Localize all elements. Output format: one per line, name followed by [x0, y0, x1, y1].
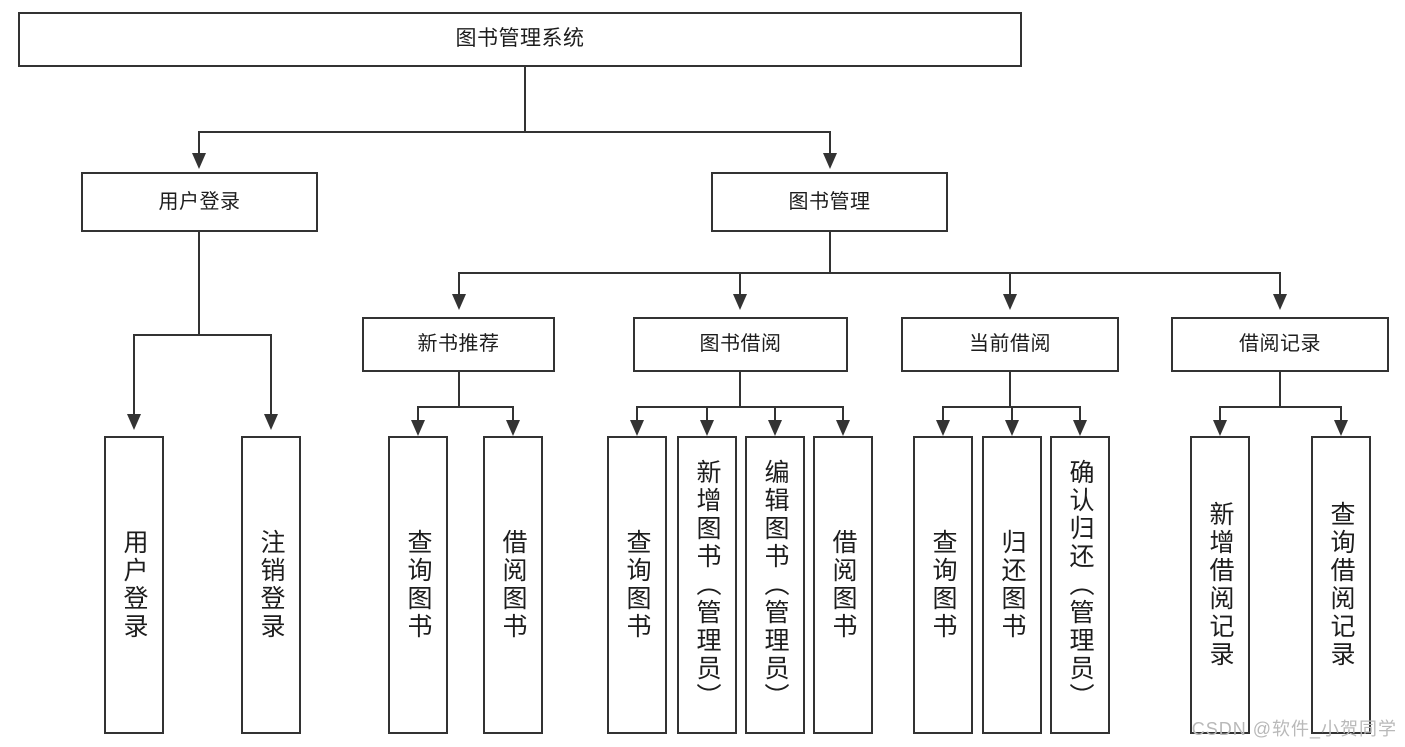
edge-br-to-leaf-2	[1340, 406, 1342, 422]
edge-cb-to-leaf-1	[942, 406, 944, 422]
edge-br-bar	[1219, 406, 1341, 408]
arrow-root-to-user-login	[192, 153, 206, 169]
node-label: 新书推荐	[417, 333, 500, 355]
edge-book-management-bar	[458, 272, 1280, 274]
edge-nbr-stem	[458, 372, 460, 408]
edge-root-to-book-manage	[829, 131, 831, 155]
edge-user-login-to-leaf-1	[133, 334, 135, 416]
node-label: 用户登录	[120, 529, 148, 641]
arrow-bm-to-new-book	[452, 294, 466, 310]
node-label: 新增借阅记录	[1206, 501, 1234, 669]
node-book-borrow[interactable]: 图书借阅	[633, 317, 848, 372]
leaf-borrow-record-add[interactable]: 新增借阅记录	[1190, 436, 1250, 734]
arrow-nbr-to-leaf-1	[411, 420, 425, 436]
node-label: 借阅记录	[1239, 333, 1321, 355]
leaf-current-borrow-confirm[interactable]: 确认归还（管理员）	[1050, 436, 1110, 734]
leaf-book-borrow-edit[interactable]: 编辑图书（管理员）	[745, 436, 805, 734]
arrow-cb-to-leaf-1	[936, 420, 950, 436]
arrow-br-to-leaf-2	[1334, 420, 1348, 436]
leaf-book-borrow-borrow[interactable]: 借阅图书	[813, 436, 873, 734]
node-borrow-record[interactable]: 借阅记录	[1171, 317, 1389, 372]
node-current-borrow[interactable]: 当前借阅	[901, 317, 1119, 372]
edge-user-login-bar	[133, 334, 270, 336]
node-label: 图书管理	[788, 190, 871, 213]
arrow-bm-to-borrow-record	[1273, 294, 1287, 310]
arrow-bm-to-book-borrow	[733, 294, 747, 310]
edge-cb-stem	[1009, 372, 1011, 408]
edge-book-management-stem	[829, 232, 831, 274]
node-user-login[interactable]: 用户登录	[81, 172, 318, 232]
edge-root-stem	[524, 67, 526, 131]
arrow-bm-to-current-borrow	[1003, 294, 1017, 310]
edge-bb-bar	[636, 406, 843, 408]
edge-bb-to-leaf-2	[706, 406, 708, 422]
arrow-cb-to-leaf-2	[1005, 420, 1019, 436]
node-label: 新增图书（管理员）	[693, 459, 721, 711]
node-root-system[interactable]: 图书管理系统	[18, 12, 1022, 67]
arrow-br-to-leaf-1	[1213, 420, 1227, 436]
edge-cb-to-leaf-2	[1011, 406, 1013, 422]
edge-bb-stem	[739, 372, 741, 408]
edge-bb-to-leaf-1	[636, 406, 638, 422]
leaf-new-book-query[interactable]: 查询图书	[388, 436, 448, 734]
edge-nbr-bar	[417, 406, 513, 408]
node-book-management[interactable]: 图书管理	[711, 172, 948, 232]
arrow-root-to-book-manage	[823, 153, 837, 169]
node-label: 当前借阅	[969, 333, 1051, 355]
arrow-user-login-to-leaf-1	[127, 414, 141, 430]
leaf-borrow-record-query[interactable]: 查询借阅记录	[1311, 436, 1371, 734]
node-label: 查询图书	[929, 529, 957, 641]
edge-user-login-to-leaf-2	[270, 334, 272, 416]
edge-bb-to-leaf-3	[774, 406, 776, 422]
arrow-nbr-to-leaf-2	[506, 420, 520, 436]
node-label: 注销登录	[257, 529, 285, 641]
edge-br-to-leaf-1	[1219, 406, 1221, 422]
edge-bm-to-current-borrow	[1009, 272, 1011, 296]
edge-nbr-to-leaf-2	[512, 406, 514, 422]
node-label: 用户登录	[158, 190, 241, 213]
node-label: 归还图书	[998, 529, 1026, 641]
node-new-book-recommend[interactable]: 新书推荐	[362, 317, 555, 372]
leaf-current-borrow-return[interactable]: 归还图书	[982, 436, 1042, 734]
node-label: 查询图书	[404, 529, 432, 641]
leaf-current-borrow-query[interactable]: 查询图书	[913, 436, 973, 734]
arrow-bb-to-leaf-1	[630, 420, 644, 436]
node-label: 借阅图书	[829, 529, 857, 641]
leaf-user-login-signin[interactable]: 用户登录	[104, 436, 164, 734]
edge-bb-to-leaf-4	[842, 406, 844, 422]
leaf-book-borrow-query[interactable]: 查询图书	[607, 436, 667, 734]
leaf-new-book-borrow[interactable]: 借阅图书	[483, 436, 543, 734]
arrow-bb-to-leaf-4	[836, 420, 850, 436]
leaf-book-borrow-add[interactable]: 新增图书（管理员）	[677, 436, 737, 734]
node-label: 编辑图书（管理员）	[761, 459, 789, 711]
node-label: 查询图书	[623, 529, 651, 641]
edge-bm-to-borrow-record	[1279, 272, 1281, 296]
arrow-bb-to-leaf-3	[768, 420, 782, 436]
arrow-user-login-to-leaf-2	[264, 414, 278, 430]
edge-cb-to-leaf-3	[1079, 406, 1081, 422]
node-label: 确认归还（管理员）	[1066, 459, 1094, 711]
edge-root-to-user-login	[198, 131, 200, 155]
edge-root-bar	[198, 131, 830, 133]
node-label: 图书管理系统	[455, 27, 585, 51]
leaf-user-login-signout[interactable]: 注销登录	[241, 436, 301, 734]
edge-nbr-to-leaf-1	[417, 406, 419, 422]
node-label: 借阅图书	[499, 529, 527, 641]
node-label: 图书借阅	[699, 333, 782, 355]
edge-br-stem	[1279, 372, 1281, 408]
arrow-bb-to-leaf-2	[700, 420, 714, 436]
edge-bm-to-new-book	[458, 272, 460, 296]
edge-user-login-stem	[198, 232, 200, 336]
node-label: 查询借阅记录	[1327, 501, 1355, 669]
edge-bm-to-book-borrow	[739, 272, 741, 296]
arrow-cb-to-leaf-3	[1073, 420, 1087, 436]
